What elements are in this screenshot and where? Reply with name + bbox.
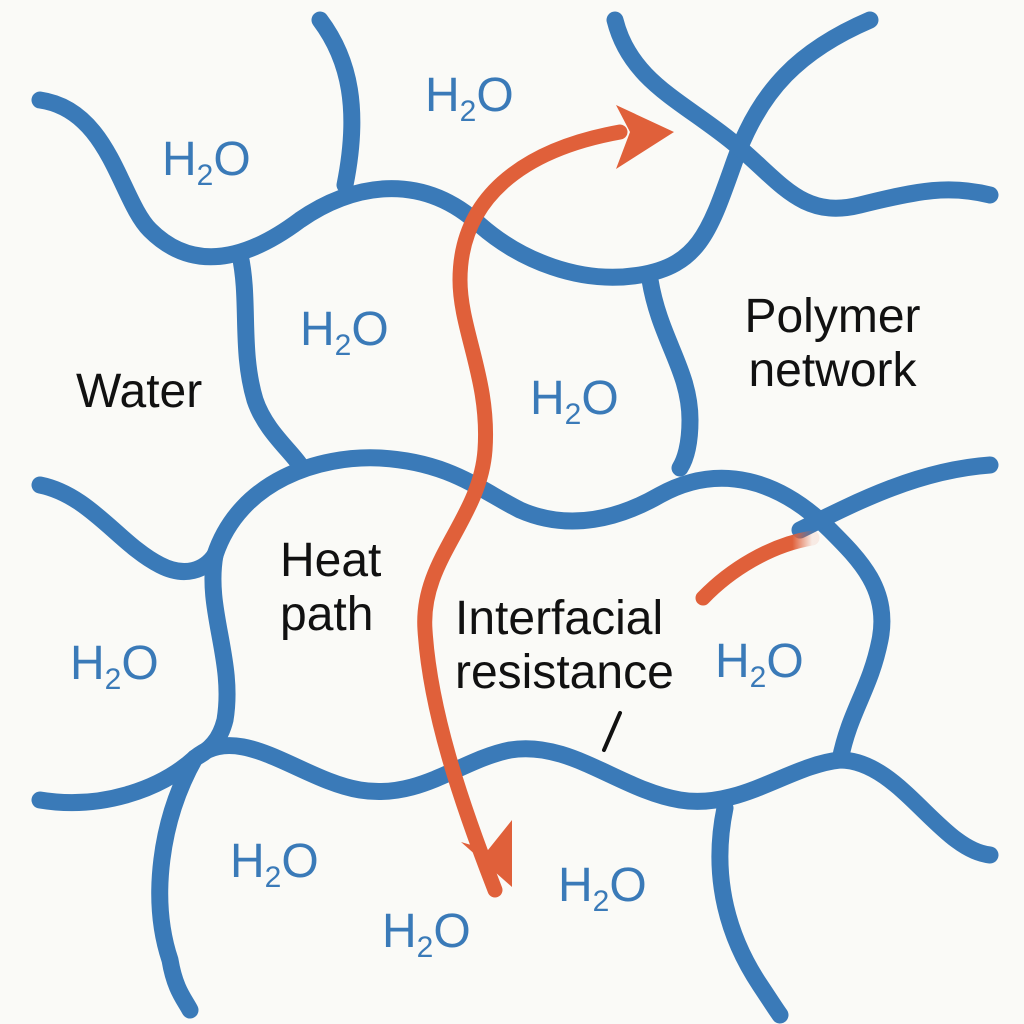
water-molecule-label: H2O — [425, 69, 514, 128]
heat-label-line1: Heat — [280, 534, 382, 587]
water-molecule-label: H2O — [300, 303, 389, 362]
water-molecule-label: H2O — [558, 859, 647, 918]
polymer-strand — [791, 456, 999, 539]
polymer-strand — [606, 11, 999, 217]
heat-path-label: Heat path — [280, 534, 381, 642]
polymer-strand — [311, 11, 361, 194]
polymer-strand — [231, 246, 309, 474]
water-molecule-label: H2O — [530, 372, 619, 431]
interfacial-label-line2: resistance — [455, 646, 674, 699]
interfacial-resistance-arrow — [695, 530, 820, 606]
polymer-strand — [206, 449, 891, 769]
polymer-strand — [31, 476, 224, 581]
interfacial-resistance-label: Interfacial resistance — [455, 592, 674, 700]
polymer-network-label: Polymer network — [715, 290, 950, 398]
heat-label-line2: path — [280, 588, 374, 641]
water-molecule-label: H2O — [715, 635, 804, 694]
water-label: Water — [76, 365, 203, 418]
heat-path-arrow — [417, 124, 628, 898]
interfacial-resistance-pointer — [602, 711, 622, 752]
interfacial-label-line1: Interfacial — [455, 592, 664, 645]
polymer-label-line1: Polymer — [744, 290, 921, 343]
polymer-strand — [641, 271, 699, 477]
polymer-strand — [31, 11, 879, 286]
water-molecule-label: H2O — [382, 905, 471, 964]
heat-arrowhead-top — [616, 105, 674, 169]
heat-arrowhead-bottom — [461, 820, 512, 887]
polymer-label-line2: network — [748, 344, 917, 397]
polymer-strand — [151, 749, 204, 1019]
polymer-strand — [186, 546, 236, 767]
water-molecule-label: H2O — [70, 637, 159, 696]
polymer-strand — [711, 799, 789, 1024]
water-molecule-label: H2O — [230, 835, 319, 894]
water-molecule-label: H2O — [162, 133, 251, 192]
